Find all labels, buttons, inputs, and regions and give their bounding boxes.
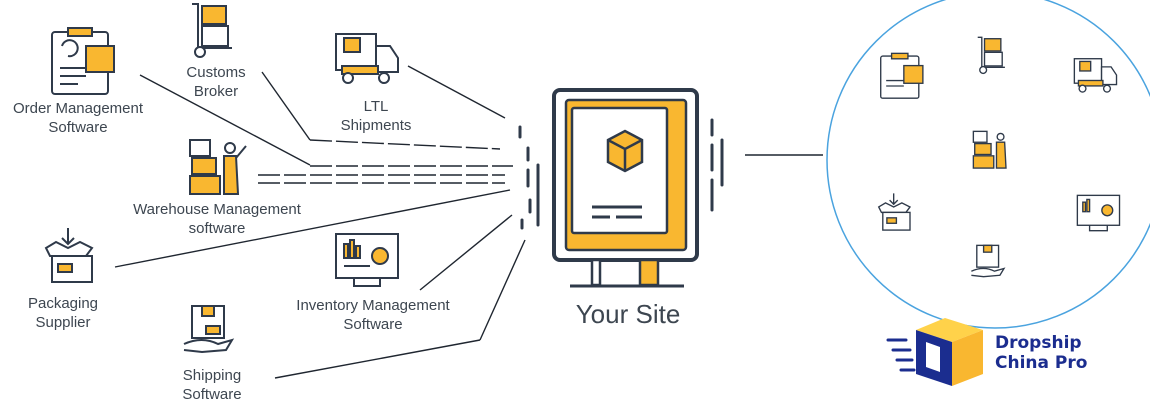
line-ltl bbox=[407, 65, 506, 119]
brand-name: Dropship China Pro bbox=[995, 333, 1087, 373]
site-kiosk bbox=[552, 88, 699, 288]
inventory-management-label: Inventory Management Software bbox=[296, 297, 450, 333]
hand-package-icon-small bbox=[971, 244, 1006, 278]
warehouse-worker-icon-small bbox=[972, 130, 1007, 169]
hand-truck-icon-small bbox=[977, 36, 1005, 75]
open-box-icon bbox=[44, 228, 94, 283]
brand-line-2: China Pro bbox=[995, 353, 1088, 373]
order-clipboard-icon bbox=[51, 27, 115, 95]
order-management-label: Order Management Software bbox=[12, 100, 144, 136]
customs-broker-label: Customs Broker bbox=[186, 64, 246, 100]
line-inventory bbox=[419, 214, 513, 291]
line-shipping bbox=[274, 339, 481, 379]
packaging-supplier-label: Packaging Supplier bbox=[27, 295, 99, 331]
hand-truck-icon bbox=[192, 3, 232, 58]
truck-icon-small bbox=[1073, 58, 1118, 93]
line-customs bbox=[261, 71, 311, 141]
brand-line-1: Dropship bbox=[995, 333, 1082, 353]
line-shipping-2 bbox=[479, 239, 526, 341]
signal-ticks bbox=[518, 118, 724, 230]
open-box-icon-small bbox=[877, 193, 912, 231]
ltl-shipments-label: LTL Shipments bbox=[340, 98, 412, 134]
brand-logo-icon bbox=[886, 318, 983, 386]
warehouse-management-label: Warehouse Management software bbox=[133, 201, 301, 237]
line-packaging bbox=[114, 189, 511, 268]
hand-package-icon bbox=[183, 305, 235, 354]
shipping-software-label: Shipping Software bbox=[182, 367, 242, 403]
order-clipboard-icon-small bbox=[880, 52, 924, 99]
monitor-chart-icon-small bbox=[1076, 194, 1121, 232]
summary-circle bbox=[826, 0, 1150, 329]
line-order bbox=[139, 74, 311, 166]
connector-lines bbox=[114, 65, 823, 379]
warehouse-worker-icon bbox=[189, 139, 247, 195]
line-customs-2 bbox=[309, 139, 501, 150]
monitor-chart-icon bbox=[335, 233, 399, 287]
your-site-label: Your Site bbox=[575, 299, 681, 329]
truck-icon bbox=[335, 33, 399, 84]
